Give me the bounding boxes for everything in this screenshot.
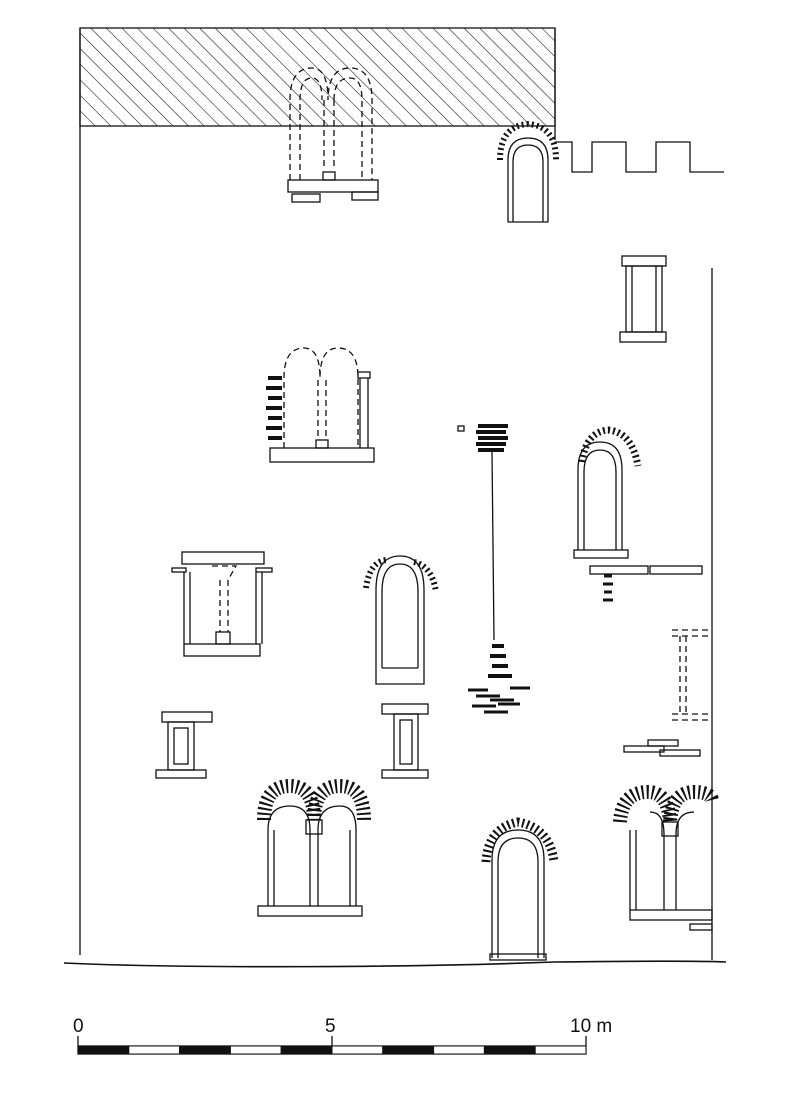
window-upper-right-rect: [619, 255, 667, 343]
window-right-single-arched: [573, 426, 703, 602]
window-small-rect-center: [381, 703, 429, 779]
scale-bar-segment: [229, 1045, 282, 1055]
window-middle-double-arched: [266, 347, 375, 463]
scale-bar-segments: [77, 1045, 587, 1055]
scale-bar-segment: [534, 1045, 587, 1055]
scale-bar-segment: [382, 1045, 435, 1055]
hatched-upper-section: [79, 27, 556, 127]
scale-bar-segment: [179, 1045, 231, 1055]
window-small-rect-left: [155, 711, 213, 779]
scale-bar-segment: [77, 1045, 130, 1055]
window-top-double-arched: [287, 67, 379, 203]
window-top-single-arched: [497, 120, 559, 223]
window-bottom-left-biforate: [257, 778, 371, 917]
scale-bar-segment: [483, 1045, 536, 1055]
window-left-rect-double: [171, 551, 273, 657]
scale-bar: [77, 1036, 587, 1055]
battlements: [555, 141, 724, 173]
scale-label-ten-meters: 10 m: [570, 1016, 613, 1037]
window-bottom-right-biforate: [613, 784, 719, 931]
vertical-crack: [457, 424, 530, 714]
scale-bar-segment: [433, 1045, 485, 1055]
scale-bar-segment: [280, 1045, 333, 1055]
window-center-arched: [363, 555, 439, 685]
window-right-partial-dashed: [623, 629, 712, 757]
scale-label-zero: 0: [73, 1016, 84, 1037]
scale-label-five: 5: [325, 1016, 336, 1037]
wall-outline: [63, 28, 727, 968]
scale-bar-segment: [331, 1045, 384, 1055]
window-bottom-center-arched: [481, 817, 559, 961]
scale-bar-segment: [128, 1045, 181, 1055]
